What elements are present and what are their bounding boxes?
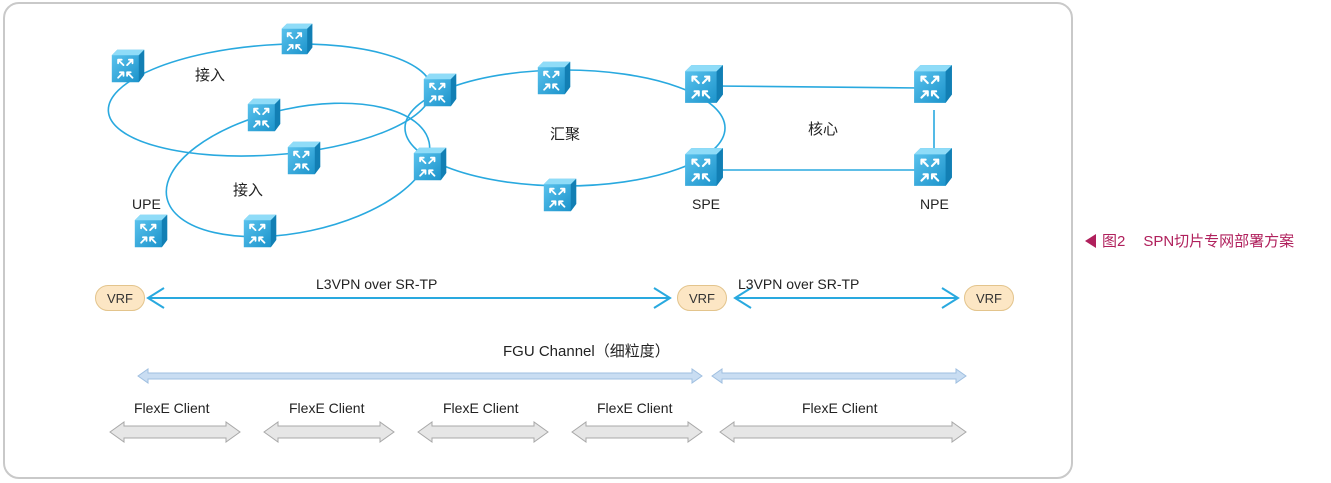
router-icon xyxy=(280,22,314,56)
flexe-client-arrow xyxy=(417,421,549,443)
aggregation-label: 汇聚 xyxy=(550,126,581,143)
flexe-client-arrow xyxy=(719,421,967,443)
flexe-client-label: FlexE Client xyxy=(134,400,210,416)
router-icon xyxy=(422,72,458,108)
tunnel-arrow-left xyxy=(146,287,672,309)
fgu-channel-label: FGU Channel（细粒度） xyxy=(503,343,670,360)
router-icon xyxy=(913,64,953,104)
flexe-client-arrow xyxy=(109,421,241,443)
router-icon xyxy=(536,60,572,96)
router-icon xyxy=(412,146,448,182)
router-icon xyxy=(684,147,724,187)
router-icon xyxy=(110,48,146,84)
flexe-client-label: FlexE Client xyxy=(597,400,673,416)
caption-text: SPN切片专网部署方案 xyxy=(1143,233,1295,250)
npe-label: NPE xyxy=(920,196,949,212)
tunnel-label-right: L3VPN over SR-TP xyxy=(738,276,860,292)
upe-label: UPE xyxy=(132,196,161,212)
vrf-upe: VRF xyxy=(95,285,145,311)
access-label-top: 接入 xyxy=(195,67,226,84)
figure-caption: 图2 SPN切片专网部署方案 xyxy=(1085,230,1294,251)
caption-number: 图2 xyxy=(1102,233,1126,250)
flexe-client-arrow xyxy=(263,421,395,443)
core-label: 核心 xyxy=(808,121,839,138)
flexe-client-label: FlexE Client xyxy=(443,400,519,416)
fgu-arrow-right xyxy=(711,368,967,384)
router-icon xyxy=(684,64,724,104)
triangle-left-icon xyxy=(1085,233,1096,248)
vrf-spe: VRF xyxy=(677,285,727,311)
router-icon xyxy=(133,213,169,249)
router-icon xyxy=(286,140,322,176)
router-icon xyxy=(913,147,953,187)
spe-label: SPE xyxy=(692,196,721,212)
flexe-client-label: FlexE Client xyxy=(289,400,365,416)
flexe-client-arrow xyxy=(571,421,703,443)
tunnel-label-left: L3VPN over SR-TP xyxy=(316,276,438,292)
tunnel-arrow-right xyxy=(733,287,960,309)
flexe-client-label: FlexE Client xyxy=(802,400,878,416)
vrf-npe: VRF xyxy=(964,285,1014,311)
router-icon xyxy=(246,97,282,133)
router-icon xyxy=(542,177,578,213)
core-link-top xyxy=(714,85,921,89)
fgu-arrow-left xyxy=(137,368,703,384)
router-icon xyxy=(242,213,278,249)
access-ring-bottom xyxy=(165,102,431,238)
access-label-bottom: 接入 xyxy=(233,182,264,199)
